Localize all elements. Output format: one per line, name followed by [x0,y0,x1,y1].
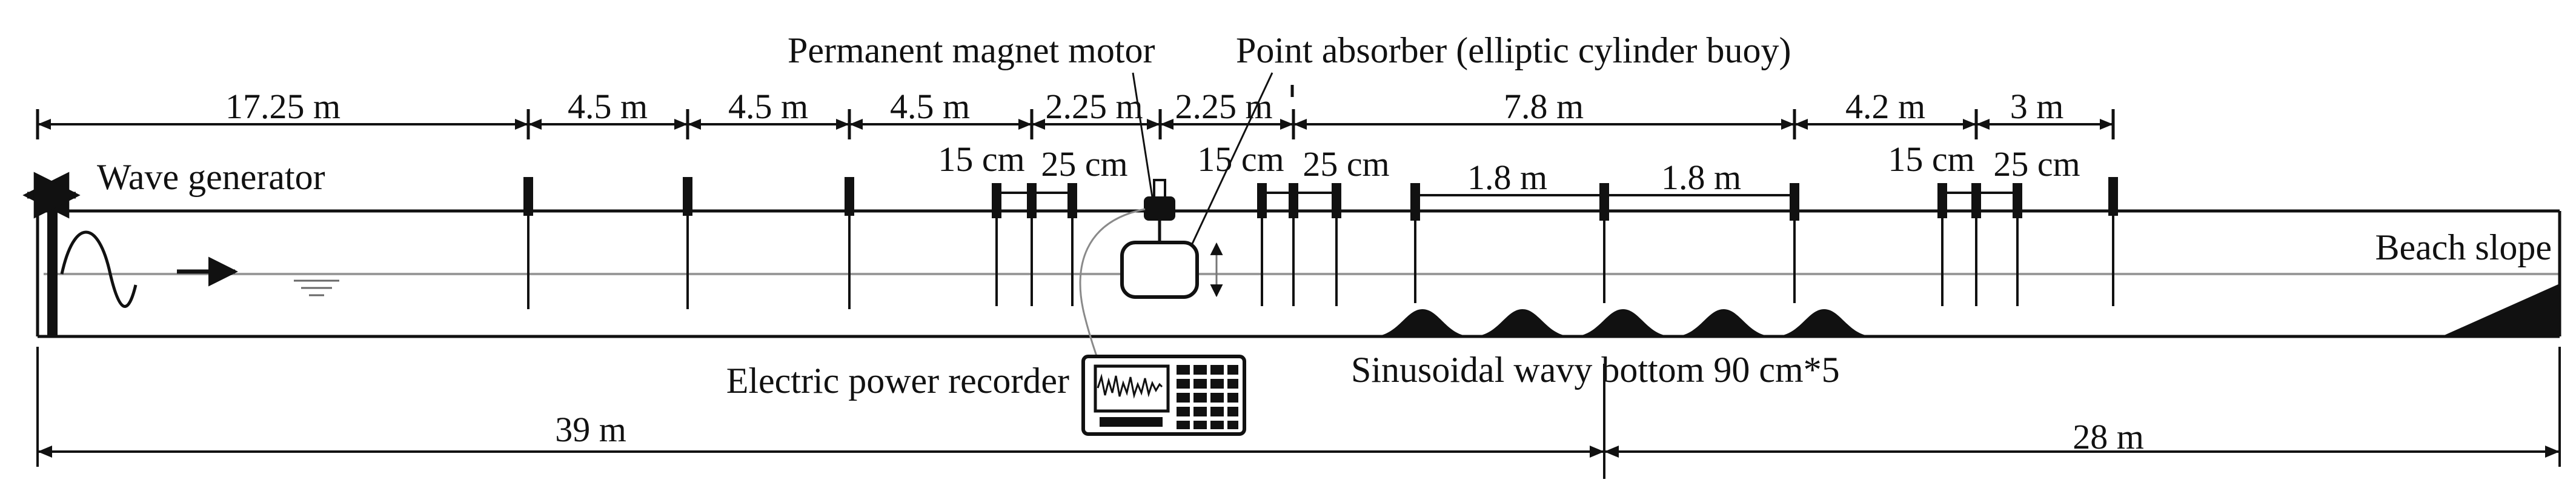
mid-25cm: 25 cm [1303,144,1389,184]
mid-15cm: 15 cm [1197,139,1284,179]
wave-generator-label: Wave generator [97,157,325,197]
sine-wave-icon [60,230,138,308]
top-dimension-chain [36,85,2115,139]
left-15cm: 15 cm [938,139,1024,179]
dim-4-5-c: 4.5 m [890,87,970,126]
electric-power-recorder-icon [1081,355,1246,436]
buoy-icon [1120,241,1199,299]
bottom-dimension-chain [36,347,2561,479]
flume-tank [36,209,2561,338]
right-15cm: 15 cm [1888,139,1974,179]
absorber-label: Point absorber (elliptic cylinder buoy) [1236,30,1791,70]
left-25cm: 25 cm [1041,144,1127,184]
wave-gauges [523,177,2118,309]
motor-label: Permanent magnet motor [788,30,1155,70]
dim-3: 3 m [2010,87,2064,126]
dim-2-25-b: 2.25 m [1175,87,1272,126]
dim-4-5-b: 4.5 m [728,87,808,126]
dim-28m: 28 m [2073,417,2144,456]
beach-slope-ramp [2442,284,2560,336]
water-level-icon [294,279,339,296]
bottom-1-8m-a: 1.8 m [1467,158,1547,197]
permanent-magnet-motor [1144,179,1175,244]
right-25cm: 25 cm [1993,144,2080,184]
dim-7-8: 7.8 m [1504,87,1584,126]
sinusoidal-wavy-bottom [1372,309,1874,336]
dim-39m: 39 m [555,410,626,449]
beach-slope-label: Beach slope [2375,227,2552,267]
dim-2-25-a: 2.25 m [1045,87,1143,126]
dim-4-2: 4.2 m [1845,87,1925,126]
recorder-label: Electric power recorder [726,361,1069,401]
bottom-1-8m-b: 1.8 m [1661,158,1741,197]
dim-17-25: 17.25 m [225,87,340,126]
dim-4-5-a: 4.5 m [568,87,648,126]
wavy-bottom-label: Sinusoidal wavy bottom 90 cm*5 [1351,350,1840,390]
